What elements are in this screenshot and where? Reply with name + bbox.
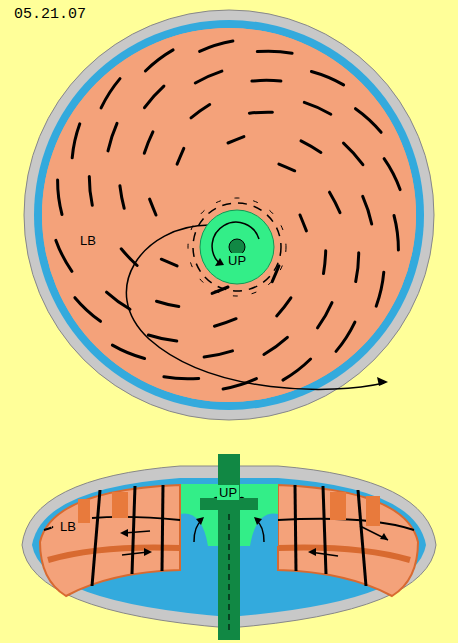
part-label: LB — [58, 519, 78, 534]
lower-body-disc: LB UP — [42, 29, 416, 403]
upper-body-section: UP — [180, 484, 278, 546]
upper-body-circle: UP — [199, 209, 275, 285]
node-shape — [40, 485, 180, 597]
right-lobe — [278, 485, 418, 596]
node-shape — [199, 209, 275, 285]
date-label: 05.21.07 — [14, 6, 86, 23]
part-label: LB — [78, 233, 98, 248]
blue-layer — [34, 20, 424, 410]
outer-housing — [24, 10, 434, 420]
part-label: UP — [217, 485, 239, 500]
part-label: UP — [226, 253, 248, 268]
lower-body-section: LB — [40, 485, 180, 597]
orange-rim — [42, 28, 416, 402]
